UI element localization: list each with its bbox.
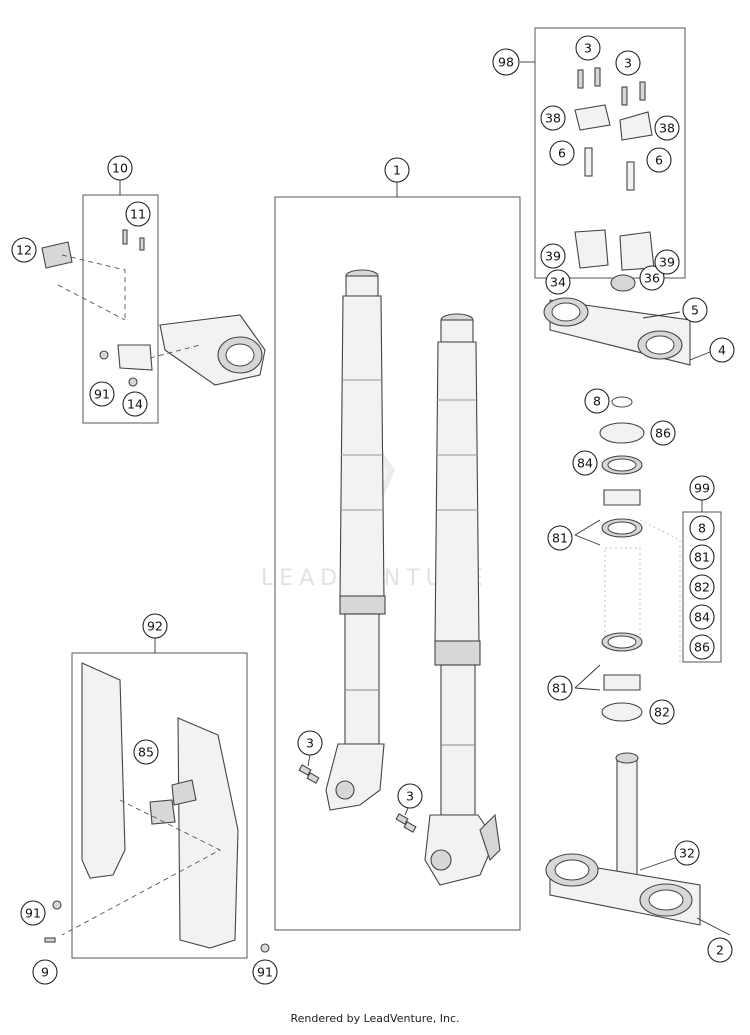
svg-text:14: 14 [127,397,143,412]
callout-85[interactable]: 85 [133,739,159,765]
callouts: 1 2 3 3 3 3 4 5 6 6 8 9 10 11 12 14 32 3… [11,35,735,985]
svg-text:3: 3 [584,41,592,56]
svg-text:6: 6 [558,146,566,161]
callout-5[interactable]: 5 [682,297,708,323]
svg-text:5: 5 [691,303,699,318]
svg-text:32: 32 [679,846,695,861]
svg-text:4: 4 [718,343,726,358]
exploded-parts-diagram: LEADVENTURE [11,27,735,985]
callout-10[interactable]: 10 [107,155,133,181]
callout-34[interactable]: 34 [545,269,571,295]
callout-39-left[interactable]: 39 [540,243,566,269]
svg-text:82: 82 [654,705,670,720]
svg-text:11: 11 [130,207,146,222]
callout-6-right[interactable]: 6 [646,147,672,173]
svg-text:86: 86 [694,640,710,655]
lower-triple-clamp [545,752,731,936]
svg-text:8: 8 [593,394,601,409]
svg-text:1: 1 [393,163,401,178]
svg-text:98: 98 [498,55,514,70]
svg-text:84: 84 [694,610,710,625]
callout-36[interactable]: 36 [639,265,665,291]
screws-3-left [298,754,320,784]
kit-99-item-84[interactable]: 84 [689,604,715,630]
callout-4[interactable]: 4 [709,337,735,363]
svg-text:39: 39 [545,249,561,264]
svg-text:2: 2 [716,943,724,958]
callout-12[interactable]: 12 [11,237,37,263]
handlebar-clamps-98 [574,67,655,271]
callout-3-top-right[interactable]: 3 [615,50,641,76]
callout-38-right[interactable]: 38 [654,115,680,141]
callout-1[interactable]: 1 [384,157,410,183]
callout-11[interactable]: 11 [125,201,151,227]
svg-text:39: 39 [659,255,675,270]
group-10-frame [82,194,159,424]
fork-group-frame [274,196,521,931]
diagram-canvas: LEADVENTURE [11,27,735,985]
callout-86[interactable]: 86 [650,420,676,446]
svg-text:85: 85 [138,745,154,760]
footer-credit: Rendered by LeadVenture, Inc. [290,1012,460,1025]
svg-text:91: 91 [257,965,273,980]
callout-98[interactable]: 98 [492,48,520,76]
svg-text:38: 38 [545,111,561,126]
kit-99-item-82[interactable]: 82 [689,574,715,600]
callout-84[interactable]: 84 [572,450,598,476]
svg-text:81: 81 [552,531,568,546]
steering-bearings [574,396,681,722]
svg-text:81: 81 [694,550,710,565]
callout-82[interactable]: 82 [649,699,675,725]
svg-text:99: 99 [694,481,710,496]
callout-92[interactable]: 92 [142,613,168,639]
svg-text:3: 3 [306,736,314,751]
callout-32[interactable]: 32 [674,840,700,866]
callout-39-right[interactable]: 39 [654,249,680,275]
svg-text:81: 81 [552,681,568,696]
svg-text:92: 92 [147,619,163,634]
svg-text:91: 91 [25,906,41,921]
callout-38-left[interactable]: 38 [540,105,566,131]
callout-3-top-left[interactable]: 3 [575,35,601,61]
svg-text:6: 6 [655,153,663,168]
svg-text:84: 84 [577,456,593,471]
svg-text:9: 9 [41,965,49,980]
bracket-assembly-10 [41,229,266,387]
callout-81-lower[interactable]: 81 [547,675,573,701]
callout-9[interactable]: 9 [32,959,58,985]
callout-3-fork-left[interactable]: 3 [297,730,323,756]
fork-leg-left [325,269,386,811]
fork-leg-right [424,313,501,886]
callout-99[interactable]: 99 [689,475,715,501]
svg-text:36: 36 [644,271,660,286]
callout-14[interactable]: 14 [122,391,148,417]
upper-triple-clamp [543,274,711,366]
screws-3-right [395,807,417,833]
callout-8[interactable]: 8 [584,388,610,414]
callout-81-upper[interactable]: 81 [547,525,573,551]
group-92-frame [71,652,248,959]
svg-text:10: 10 [112,161,128,176]
callout-91-right[interactable]: 91 [252,959,278,985]
svg-text:3: 3 [406,789,414,804]
svg-text:82: 82 [694,580,710,595]
callout-6-left[interactable]: 6 [549,140,575,166]
callout-3-fork-right[interactable]: 3 [397,783,423,809]
fork-guards-92 [44,662,270,953]
kit-99-item-8[interactable]: 8 [689,515,715,541]
svg-text:34: 34 [550,275,566,290]
group-98-frame [534,27,686,279]
svg-text:3: 3 [624,56,632,71]
kit-99-item-86[interactable]: 86 [689,634,715,660]
callout-91-left[interactable]: 91 [20,900,46,926]
kit-99-item-81[interactable]: 81 [689,544,715,570]
callout-2[interactable]: 2 [707,937,733,963]
svg-text:38: 38 [659,121,675,136]
callout-91-group10[interactable]: 91 [89,381,115,407]
svg-text:8: 8 [698,521,706,536]
svg-text:86: 86 [655,426,671,441]
svg-text:91: 91 [94,387,110,402]
svg-text:12: 12 [16,243,32,258]
